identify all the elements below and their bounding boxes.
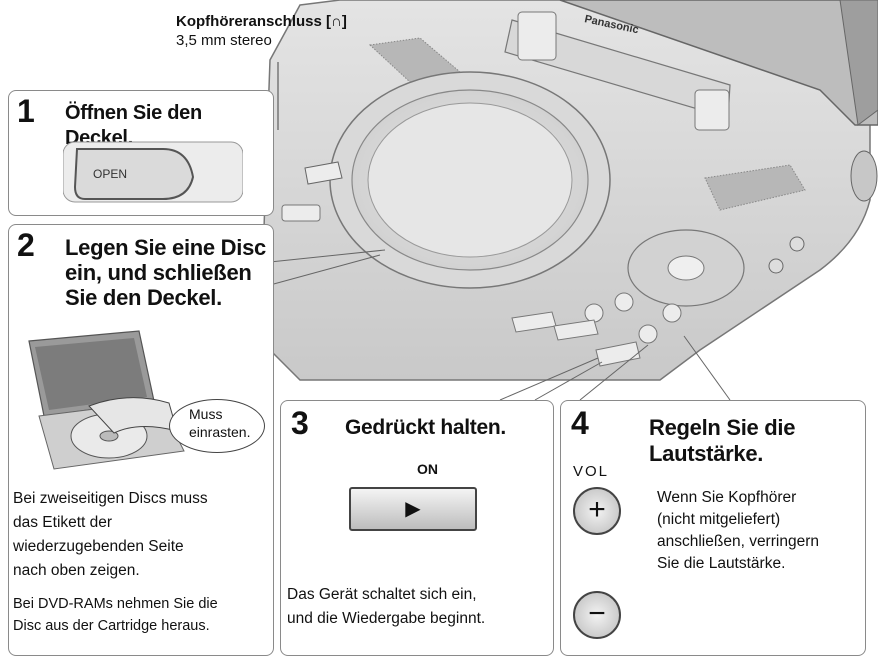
step-2-note-1-line-4: nach oben zeigen. xyxy=(13,562,140,579)
on-label: ON xyxy=(417,461,438,477)
jack-label-close: ] xyxy=(341,13,347,30)
step-1-number: 1 xyxy=(17,93,35,129)
headphone-jack-label: Kopfhöreranschluss [∩] 3,5 mm stereo xyxy=(176,12,347,50)
step-2-note-2-line-2: Disc aus der Cartridge heraus. xyxy=(13,618,210,634)
step-2-title-line-1: Legen Sie eine Disc xyxy=(65,235,266,260)
step-4-number: 4 xyxy=(571,405,589,441)
step-4-title-line-2: Lautstärke. xyxy=(649,441,764,466)
step-3-text-line-1: Das Gerät schaltet sich ein, xyxy=(287,586,477,603)
step-4-text-line-1: Wenn Sie Kopfhörer xyxy=(657,489,797,506)
headphone-icon: ∩ xyxy=(331,13,342,30)
step-4-text-line-4: Sie die Lautstärke. xyxy=(657,555,786,572)
vol-minus-button: − xyxy=(573,591,621,639)
vol-plus-button: + xyxy=(573,487,621,535)
open-button: OPEN xyxy=(93,167,128,181)
step-4-text-line-2: (nicht mitgeliefert) xyxy=(657,511,781,528)
step-2-number: 2 xyxy=(17,227,35,263)
open-button-illustration: OPEN xyxy=(63,137,243,207)
jack-spec: 3,5 mm stereo xyxy=(176,32,272,49)
step-1-panel: 1 Öffnen Sie den Deckel. OPEN xyxy=(8,90,274,216)
play-button-illustration: ▶ xyxy=(349,487,477,531)
step-3-panel: 3 Gedrückt halten. ON ▶ Das Gerät schalt… xyxy=(280,400,554,656)
step-3-title: Gedrückt halten. xyxy=(345,416,506,439)
step-3-number: 3 xyxy=(291,405,309,441)
play-icon: ▶ xyxy=(405,498,421,520)
jack-label-text: Kopfhöreranschluss [ xyxy=(176,13,332,30)
step-2-note-1-line-2: das Etikett der xyxy=(13,514,113,531)
step-4-title-line-1: Regeln Sie die xyxy=(649,415,796,440)
step-2-title-line-3: Sie den Deckel. xyxy=(65,285,222,310)
step-4-text-line-3: anschließen, verringern xyxy=(657,533,819,550)
callout-bubble xyxy=(169,399,265,453)
callout-line-2: einrasten. xyxy=(189,424,251,440)
step-2-note-2-line-1: Bei DVD-RAMs nehmen Sie die xyxy=(13,596,218,612)
disc-insert-illustration xyxy=(28,330,185,470)
minus-icon: − xyxy=(588,597,606,630)
step-2-title-line-2: ein, und schließen xyxy=(65,260,252,285)
step-2-panel: 2 Legen Sie eine Disc ein, und schließen… xyxy=(8,224,274,656)
step-4-panel: 4 Regeln Sie die Lautstärke. VOL + − Wen… xyxy=(560,400,866,656)
step-3-text-line-2: und die Wiedergabe beginnt. xyxy=(287,610,486,627)
vol-label: VOL xyxy=(573,463,610,480)
step-2-note-1-line-3: wiederzugebenden Seite xyxy=(13,538,184,555)
step-2-note-1-line-1: Bei zweiseitigen Discs muss xyxy=(13,490,208,507)
plus-icon: + xyxy=(588,493,606,526)
callout-line-1: Muss xyxy=(189,406,223,422)
